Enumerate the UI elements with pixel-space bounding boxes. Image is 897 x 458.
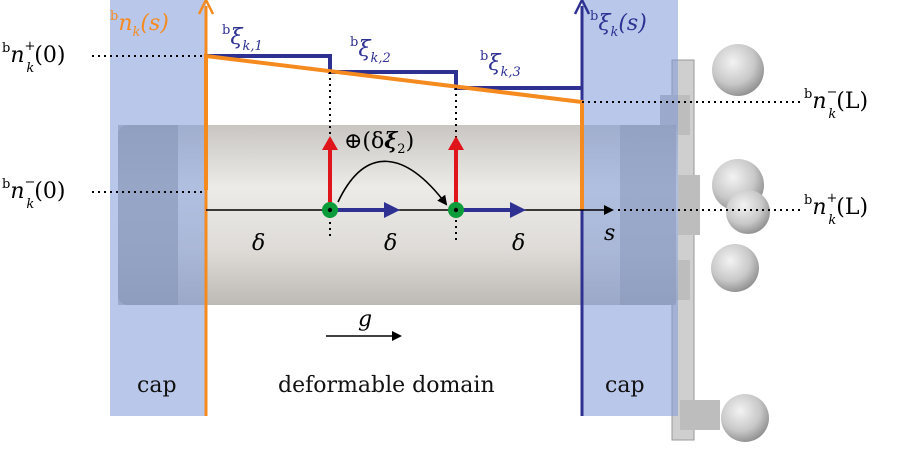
label-xi-k3: bξk,3 (480, 49, 521, 80)
xi-staircase (206, 54, 582, 90)
node-frame-2 (448, 136, 526, 218)
label-n-minus-L: bn−k(L) (804, 85, 868, 122)
label-delta-3: δ (512, 231, 525, 256)
label-n-minus-0: bn−k(0) (2, 175, 65, 212)
cap-right-region (582, 0, 678, 416)
label-xi-k2: bξk,2 (350, 35, 391, 66)
label-xi-k1: bξk,1 (222, 23, 263, 54)
label-delta-1: δ (252, 231, 265, 256)
label-n-plus-0: bn+k(0) (2, 39, 65, 76)
label-oplus: ⊕(δξ2) (344, 128, 414, 157)
node-frame-1 (322, 136, 400, 218)
label-s: s (604, 221, 615, 246)
caption-cap-right: cap (605, 373, 645, 398)
n-force-line (204, 53, 584, 210)
caption-deformable: deformable domain (278, 373, 495, 398)
label-delta-2: δ (384, 231, 397, 256)
sphere-3 (726, 190, 770, 234)
label-gravity: g (358, 307, 372, 332)
cap-left-region (110, 0, 206, 416)
label-xi-k-s: bξk(s) (590, 9, 647, 40)
blue-axis-arrow (573, 0, 591, 15)
sphere-4 (711, 244, 759, 292)
caption-cap-left: cap (137, 373, 177, 398)
sphere-1 (712, 44, 764, 96)
label-n-k-s: bnk(s) (110, 9, 169, 40)
sphere-5 (721, 394, 769, 442)
label-n-plus-L: bn+k(L) (804, 191, 868, 228)
transform-arrow (337, 160, 448, 206)
orange-axis-arrow (197, 0, 215, 15)
